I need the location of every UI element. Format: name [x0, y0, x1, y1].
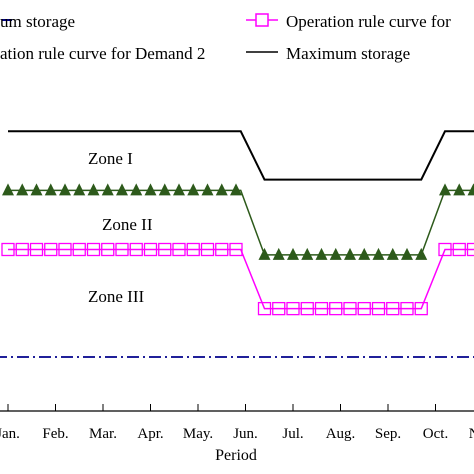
square-marker	[200, 242, 215, 257]
triangle-marker	[59, 183, 71, 196]
square-marker	[438, 242, 452, 257]
triangle-marker	[201, 183, 214, 196]
series-layer	[0, 130, 474, 358]
square-marker	[452, 242, 466, 257]
square-marker	[400, 301, 414, 316]
plot-area: Jan. Feb. Mar. Apr. May. Jun. Jul. Aug. Sep. Oct.…	[0, 130, 474, 442]
triangle-marker	[2, 183, 14, 196]
square-marker	[215, 242, 229, 257]
triangle-marker	[187, 183, 200, 196]
triangle-marker	[453, 183, 466, 196]
square-marker	[29, 242, 44, 257]
triangle-marker	[344, 247, 356, 260]
triangle-marker	[329, 247, 342, 260]
legend-label-min-storage: um storage	[0, 12, 75, 31]
triangle-marker	[439, 183, 451, 196]
square-marker	[329, 301, 343, 316]
square-marker	[158, 242, 172, 257]
square-marker	[186, 242, 200, 257]
x-tick-label: Mar.	[89, 426, 117, 442]
zone-label-3: Zone III	[88, 287, 145, 306]
triangle-marker	[87, 183, 100, 196]
triangle-marker	[358, 247, 371, 260]
square-marker	[257, 301, 272, 316]
square-marker	[172, 242, 186, 257]
legend-marker-square	[255, 13, 269, 27]
x-ticks: Jan. Feb. Mar. Apr. May. Jun. Jul. Aug. Sep. Oct.…	[0, 404, 474, 442]
triangle-marker	[272, 247, 285, 260]
x-tick-label: Nov.	[469, 426, 474, 442]
square-marker	[86, 242, 101, 257]
triangle-marker	[101, 183, 114, 196]
triangle-marker	[173, 183, 185, 196]
triangle-marker	[130, 183, 143, 196]
x-tick-label: Oct.	[423, 426, 448, 442]
square-marker	[101, 242, 115, 257]
x-tick-label: Jun.	[233, 426, 258, 442]
square-marker	[15, 242, 29, 257]
zone-label-2: Zone II	[102, 215, 153, 234]
triangle-marker	[116, 183, 128, 196]
square-marker	[286, 301, 300, 316]
legend-label-operation-rule-curve-2: ation rule curve for Demand 2	[0, 44, 205, 63]
square-marker	[272, 301, 286, 316]
legend: um storage Operation rule curve for atio…	[0, 12, 451, 63]
triangle-marker	[401, 247, 413, 260]
x-axis-label: Period	[215, 447, 257, 464]
x-tick-label: Jan.	[0, 426, 20, 442]
triangle-marker	[44, 183, 57, 196]
legend-label-max-storage: Maximum storage	[286, 44, 410, 63]
square-marker	[115, 242, 129, 257]
x-tick-label: Feb.	[42, 426, 68, 442]
square-marker	[343, 301, 357, 316]
square-marker	[72, 242, 86, 257]
square-marker	[386, 301, 400, 316]
square-marker	[129, 242, 143, 257]
triangle-marker	[30, 183, 43, 196]
square-marker	[1, 242, 15, 257]
zone-label-1: Zone I	[88, 149, 133, 168]
square-marker	[58, 242, 72, 257]
triangle-marker	[386, 247, 399, 260]
triangle-marker	[16, 183, 29, 196]
triangle-marker	[73, 183, 86, 196]
triangle-marker	[467, 183, 474, 196]
square-marker	[414, 301, 428, 316]
triangle-marker	[315, 247, 328, 260]
legend-label-operation-rule-curve-1: Operation rule curve for	[286, 12, 451, 31]
square-marker	[371, 301, 386, 316]
square-marker	[44, 242, 58, 257]
series-max-storage-line	[8, 130, 474, 181]
triangle-marker	[258, 247, 271, 260]
square-marker	[314, 301, 329, 316]
x-tick-label: May.	[183, 426, 213, 442]
series-operation-rule-curve-2-line	[8, 189, 474, 256]
triangle-marker	[301, 247, 314, 260]
x-tick-label: Apr.	[137, 426, 163, 442]
triangle-marker	[158, 183, 171, 196]
square-marker	[300, 301, 314, 316]
x-tick-label: Aug.	[326, 426, 356, 442]
square-marker	[229, 242, 243, 257]
triangle-marker	[230, 183, 242, 196]
x-tick-label: Jul.	[282, 426, 303, 442]
triangle-marker	[144, 183, 157, 196]
triangle-marker	[215, 183, 228, 196]
square-marker	[143, 242, 158, 257]
triangle-marker	[287, 247, 299, 260]
triangle-marker	[415, 247, 428, 260]
triangle-marker	[372, 247, 385, 260]
x-tick-label: Sep.	[375, 426, 401, 442]
square-marker	[357, 301, 371, 316]
